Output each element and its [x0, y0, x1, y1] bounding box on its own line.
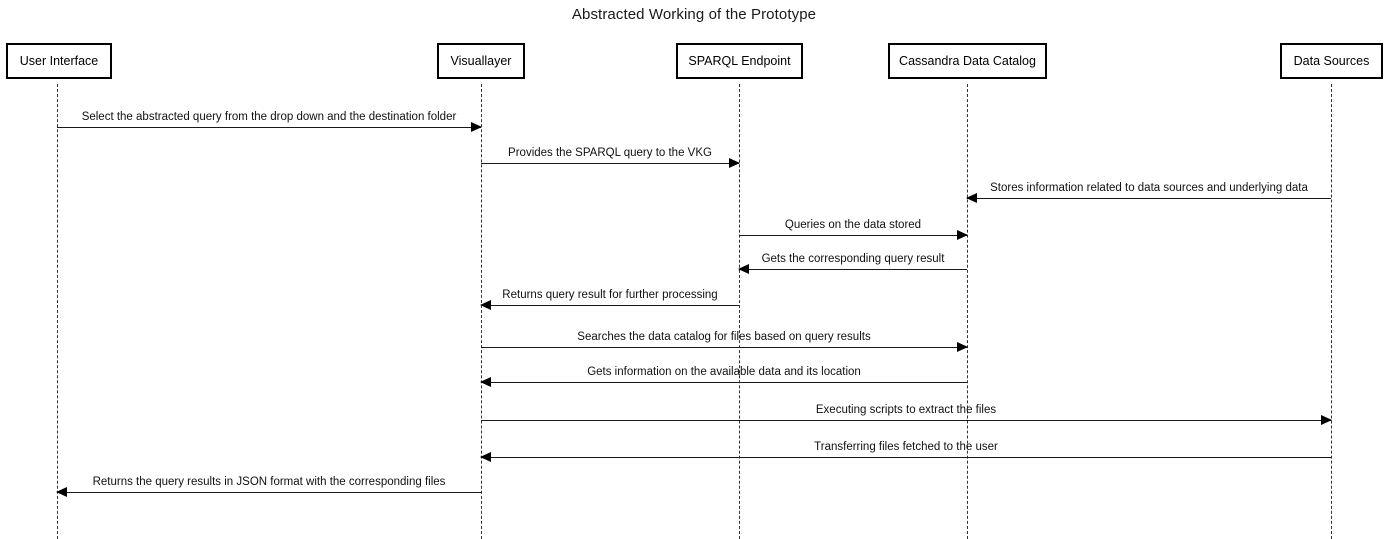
message-line	[481, 457, 1331, 458]
arrowhead-left-icon	[480, 299, 491, 310]
lifeline-sources	[1331, 84, 1332, 539]
message-9: Executing scripts to extract the files	[481, 403, 1332, 429]
arrowhead-left-icon	[966, 192, 977, 203]
lifeline-label: SPARQL Endpoint	[688, 54, 791, 68]
lifeline-label: Visuallayer	[450, 54, 512, 68]
lifeline-cassandra	[967, 84, 968, 539]
message-label: Select the abstracted query from the dro…	[81, 111, 457, 123]
message-6: Returns query result for further process…	[480, 288, 739, 314]
message-line	[739, 235, 967, 236]
lifeline-box-cassandra: Cassandra Data Catalog	[888, 43, 1047, 79]
message-label: Returns the query results in JSON format…	[92, 476, 446, 488]
message-label: Executing scripts to extract the files	[815, 404, 997, 416]
arrowhead-left-icon	[56, 486, 67, 497]
message-8: Gets information on the available data a…	[480, 365, 967, 391]
lifeline-box-sources: Data Sources	[1280, 43, 1383, 79]
message-label: Gets information on the available data a…	[587, 366, 861, 378]
message-line	[481, 163, 739, 164]
lifeline-vis	[481, 84, 482, 539]
message-line	[967, 198, 1331, 199]
arrowhead-right-icon	[471, 121, 482, 132]
message-label: Stores information related to data sourc…	[990, 182, 1308, 194]
lifeline-box-sparql: SPARQL Endpoint	[676, 43, 803, 79]
message-4: Queries on the data stored	[739, 218, 968, 244]
arrowhead-left-icon	[738, 263, 749, 274]
arrowhead-right-icon	[957, 229, 968, 240]
message-3: Stores information related to data sourc…	[966, 181, 1331, 207]
lifeline-label: User Interface	[19, 54, 99, 68]
message-label: Transferring files fetched to the user	[814, 441, 998, 453]
message-11: Returns the query results in JSON format…	[56, 475, 481, 501]
message-2: Provides the SPARQL query to the VKG	[481, 146, 740, 172]
message-label: Queries on the data stored	[784, 219, 922, 231]
message-label: Returns query result for further process…	[502, 289, 718, 301]
message-line	[481, 347, 967, 348]
lifeline-label: Cassandra Data Catalog	[899, 54, 1036, 68]
message-line	[481, 420, 1331, 421]
lifeline-label: Data Sources	[1293, 54, 1370, 68]
message-label: Gets the corresponding query result	[761, 253, 945, 265]
message-line	[57, 127, 481, 128]
lifeline-ui	[57, 84, 58, 539]
arrowhead-left-icon	[480, 376, 491, 387]
message-7: Searches the data catalog for files base…	[481, 330, 968, 356]
message-label: Provides the SPARQL query to the VKG	[508, 147, 712, 159]
message-1: Select the abstracted query from the dro…	[57, 110, 482, 136]
message-line	[57, 492, 481, 493]
lifeline-sparql	[739, 84, 740, 539]
arrowhead-right-icon	[957, 341, 968, 352]
message-10: Transferring files fetched to the user	[480, 440, 1331, 466]
arrowhead-right-icon	[729, 157, 740, 168]
lifeline-box-ui: User Interface	[6, 43, 112, 79]
lifeline-box-vis: Visuallayer	[437, 43, 525, 79]
message-line	[481, 382, 967, 383]
message-5: Gets the corresponding query result	[738, 252, 967, 278]
message-label: Searches the data catalog for files base…	[577, 331, 871, 343]
page-title: Abstracted Working of the Prototype	[571, 6, 817, 23]
arrowhead-right-icon	[1321, 414, 1332, 425]
message-line	[739, 269, 967, 270]
arrowhead-left-icon	[480, 451, 491, 462]
message-line	[481, 305, 739, 306]
